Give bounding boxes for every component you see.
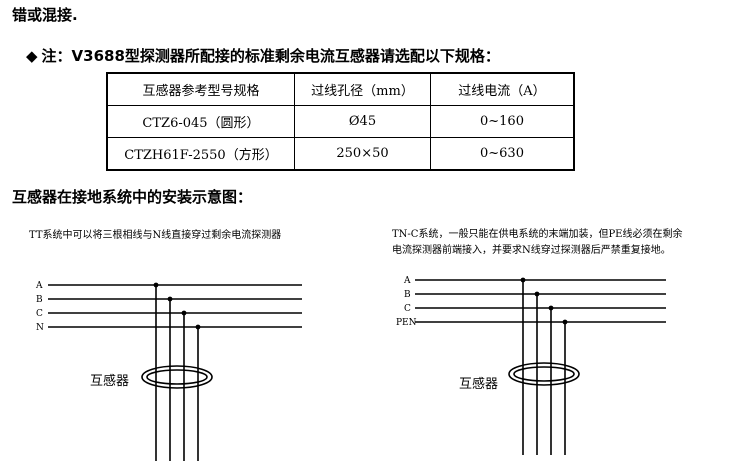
- diamond-bullet-icon: ◆: [26, 47, 38, 65]
- tnc-junction-dot: [534, 291, 540, 297]
- tt-junction-dot: [181, 310, 187, 316]
- tt-caption: TT系统中可以将三根相线与N线直接穿过剩余电流探测器: [29, 230, 282, 241]
- tt-diagram: [48, 284, 302, 461]
- tnc-diagram: [415, 279, 666, 455]
- tt-ct-ring-inner: [146, 369, 208, 385]
- table-row: CTZ6-045（圆形） Ø45 0~160: [106, 105, 575, 138]
- tt-ct-label: 互感器: [90, 373, 129, 389]
- table-header: 过线电流（A）: [430, 72, 575, 106]
- tt-junction-dot: [153, 282, 159, 288]
- tnc-junction-dot: [562, 319, 568, 325]
- table-cell: 250×50: [294, 137, 431, 171]
- tt-wire-label: B: [36, 295, 43, 305]
- text-fragment: 错或混接.: [12, 6, 78, 24]
- tnc-ct-label: 互感器: [459, 376, 498, 392]
- tnc-junction-dot: [548, 305, 554, 311]
- tnc-ct-ring-inner: [513, 366, 575, 382]
- note-line: ◆注：V3688型探测器所配接的标准剩余电流互感器请选配以下规格：: [26, 45, 500, 66]
- tnc-wire-label: PEN: [396, 318, 417, 328]
- tnc-wire-label: C: [404, 304, 411, 314]
- tnc-wire-label: A: [403, 276, 411, 286]
- tt-wire-label: A: [35, 281, 43, 291]
- tnc-caption: TN-C系统，一般只能在供电系统的末端加装，但PE线必须在剩余 电流探测器前端接…: [392, 227, 682, 259]
- table-cell: 0~630: [430, 137, 575, 171]
- tt-junction-dot: [167, 296, 173, 302]
- table-cell: Ø45: [294, 105, 431, 138]
- tnc-ct-ring-outer: [508, 362, 580, 386]
- tt-wire-label: N: [36, 323, 44, 333]
- table-header: 过线孔径（mm）: [294, 72, 431, 106]
- tt-junction-dot: [195, 324, 201, 330]
- table-cell: 0~160: [430, 105, 575, 138]
- tnc-junction-dot: [520, 277, 526, 283]
- table-cell: CTZ6-045（圆形）: [106, 105, 295, 138]
- table-cell: CTZH61F-2550（方形）: [106, 137, 295, 171]
- tnc-wire-label: B: [404, 290, 411, 300]
- section-heading: 互感器在接地系统中的安装示意图：: [12, 188, 253, 206]
- table-row: CTZH61F-2550（方形） 250×50 0~630: [106, 137, 575, 171]
- tt-ct-ring-outer: [141, 365, 213, 389]
- tnc-caption-line-1: TN-C系统，一般只能在供电系统的末端加装，但PE线必须在剩余: [392, 229, 683, 240]
- spec-table: 互感器参考型号规格 过线孔径（mm） 过线电流（A） CTZ6-045（圆形） …: [106, 72, 575, 171]
- table-header: 互感器参考型号规格: [106, 72, 295, 106]
- table-header-row: 互感器参考型号规格 过线孔径（mm） 过线电流（A）: [106, 72, 575, 106]
- note-text: 注：V3688型探测器所配接的标准剩余电流互感器请选配以下规格：: [41, 47, 500, 65]
- tnc-caption-line-2: 电流探测器前端接入，并要求N线穿过探测器后严禁重复接地。: [392, 245, 671, 256]
- tt-wire-label: C: [36, 309, 43, 319]
